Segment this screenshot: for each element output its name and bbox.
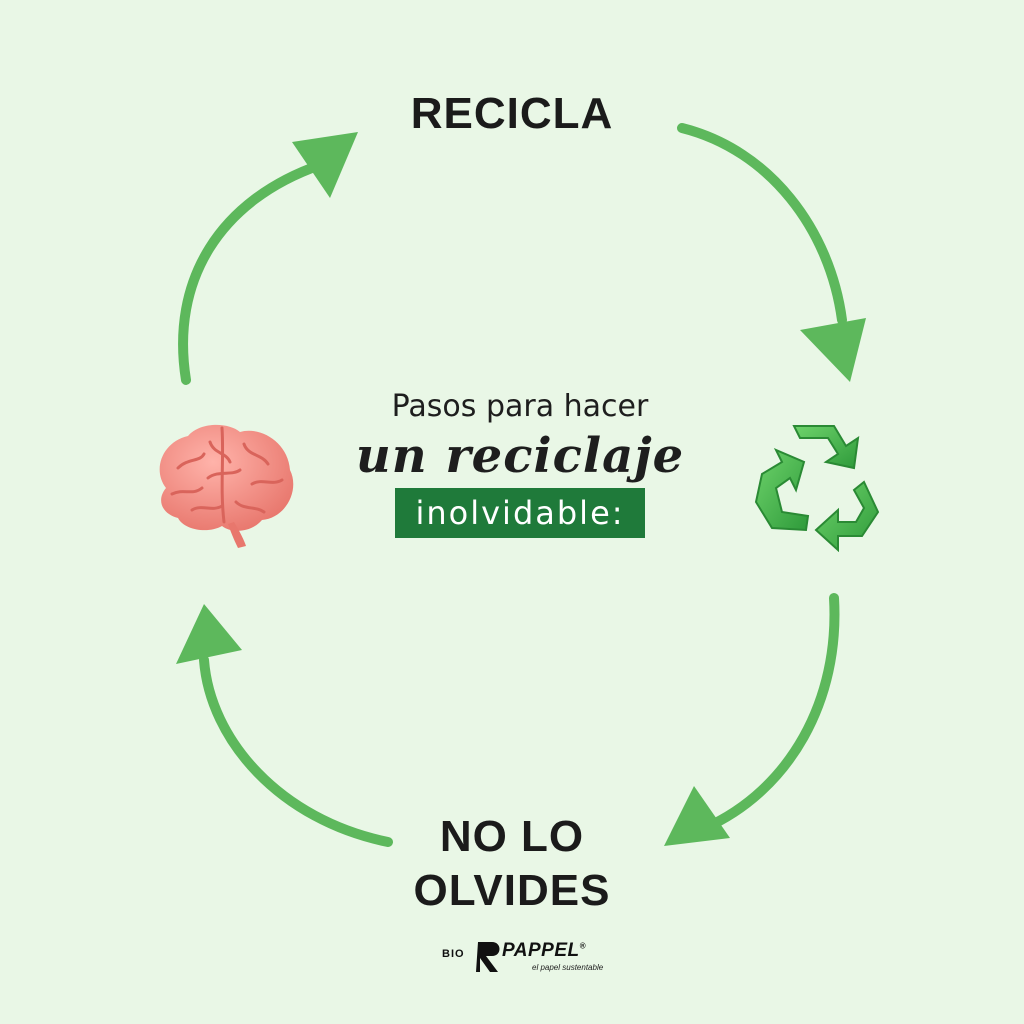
arrow-up-right [178,132,358,385]
logo-r-mark-icon [476,942,500,972]
arrow-down-right [677,123,866,382]
title-line-2: un reciclaje [355,428,685,484]
step-recicla: RECICLA [410,89,614,138]
recycle-icon [754,425,880,552]
biopappel-logo: BIO PAPPEL® el papel sustentable [440,938,610,980]
step-no-lo-olvides: NO LO OLVIDES [0,810,1024,918]
logo-prefix: BIO [442,948,465,960]
arrow-up-left [176,604,393,847]
center-title: Pasos para hacer un reciclaje inolvidabl… [330,386,710,538]
logo-name-text: PAPPEL [502,940,580,961]
logo-registered-mark: ® [579,941,587,951]
arrow-down-left [664,593,840,846]
logo-tagline: el papel sustentable [532,963,604,972]
step-no-lo-olvides-text: NO LO OLVIDES [413,812,611,915]
brain-icon [159,424,294,548]
logo-name: PAPPEL® [502,940,586,962]
title-line-3-highlight: inolvidable: [395,488,645,538]
title-line-1: Pasos para hacer [391,389,649,424]
